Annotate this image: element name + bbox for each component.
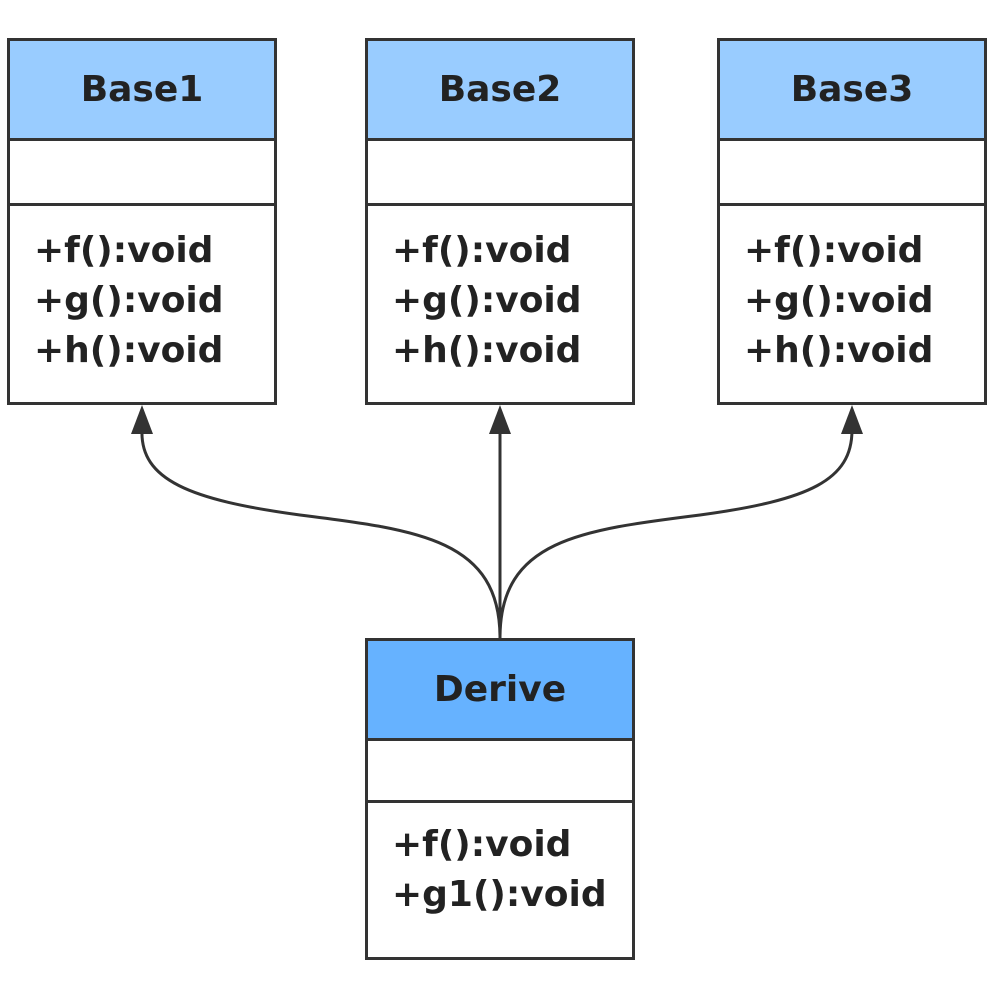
method: +f():void xyxy=(392,824,572,865)
attributes-compartment xyxy=(10,141,274,206)
class-derive[interactable]: Derive +f():void +g1():void xyxy=(365,638,635,960)
attributes-compartment xyxy=(368,741,632,803)
attributes-compartment xyxy=(368,141,632,206)
method: +h():void xyxy=(392,330,582,371)
method: +f():void xyxy=(392,230,572,271)
arrowhead-base1 xyxy=(131,405,153,434)
method: +g():void xyxy=(744,280,934,321)
methods-compartment: +f():void +g():void +h():void xyxy=(368,206,632,376)
method: +f():void xyxy=(34,230,214,271)
method: +h():void xyxy=(34,330,224,371)
class-name: Base2 xyxy=(368,41,632,141)
class-base1[interactable]: Base1 +f():void +g():void +h():void xyxy=(7,38,277,405)
methods-compartment: +f():void +g():void +h():void xyxy=(720,206,984,376)
class-name: Derive xyxy=(368,641,632,741)
inheritance-arrow-derive-base1 xyxy=(140,429,502,639)
inheritance-arrow-derive-base3 xyxy=(498,429,854,639)
class-base3[interactable]: Base3 +f():void +g():void +h():void xyxy=(717,38,987,405)
methods-compartment: +f():void +g1():void xyxy=(368,803,632,920)
class-name: Base1 xyxy=(10,41,274,141)
arrowhead-base3 xyxy=(841,405,863,434)
class-name: Base3 xyxy=(720,41,984,141)
method: +h():void xyxy=(744,330,934,371)
arrowhead-base2 xyxy=(489,405,511,434)
methods-compartment: +f():void +g():void +h():void xyxy=(10,206,274,376)
attributes-compartment xyxy=(720,141,984,206)
method: +f():void xyxy=(744,230,924,271)
method: +g1():void xyxy=(392,874,607,915)
method: +g():void xyxy=(392,280,582,321)
method: +g():void xyxy=(34,280,224,321)
class-base2[interactable]: Base2 +f():void +g():void +h():void xyxy=(365,38,635,405)
